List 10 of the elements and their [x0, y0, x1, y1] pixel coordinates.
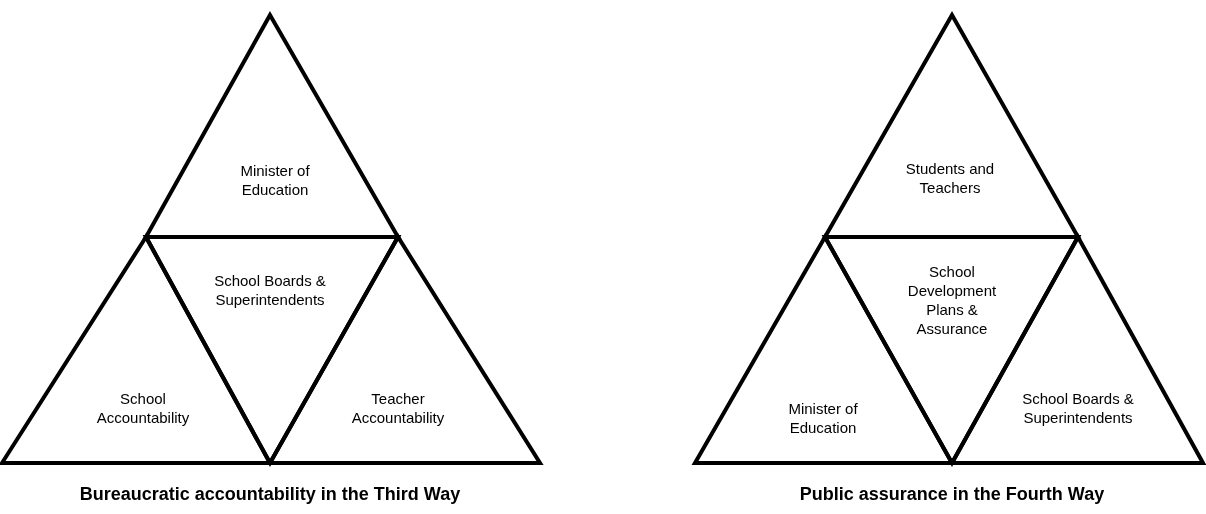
triangle-label: Minister of Education: [239, 161, 311, 199]
triangle-label: School Accountability: [95, 389, 191, 427]
triangle-label: School Development Plans & Assurance: [906, 262, 998, 338]
triangle-label: Minister of Education: [787, 399, 859, 437]
triangle-label: School Boards & Superintendents: [213, 271, 327, 309]
triangle-label: Students and Teachers: [904, 159, 996, 197]
caption: Bureaucratic accountability in the Third Way: [79, 484, 461, 505]
triangle-label: Teacher Accountability: [350, 389, 446, 427]
caption: Public assurance in the Fourth Way: [799, 484, 1105, 505]
triangle-label: School Boards & Superintendents: [1021, 389, 1135, 427]
